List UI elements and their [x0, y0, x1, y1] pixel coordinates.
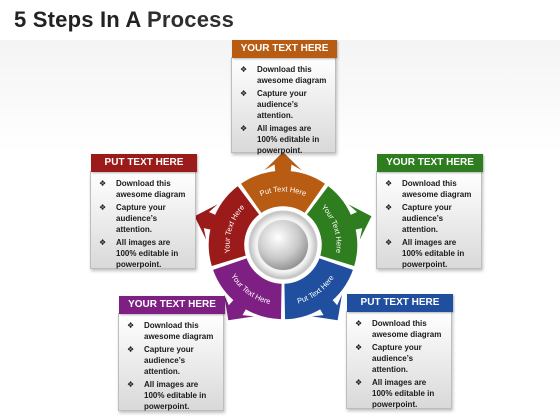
diamond-bullet-icon: ❖ [240, 65, 248, 74]
bullet-text: Download this awesome diagram [372, 319, 442, 339]
list-item: ❖ Download this awesome diagram [99, 178, 189, 200]
wheel-segment [238, 169, 328, 215]
list-item: ❖ All images are 100% editable in powerpo… [127, 379, 217, 412]
bullet-text: All images are 100% editable in powerpoi… [116, 238, 179, 269]
card-header: YOUR TEXT HERE [232, 40, 337, 58]
diamond-bullet-icon: ❖ [99, 179, 107, 188]
bullet-text: All images are 100% editable in powerpoi… [257, 124, 320, 155]
step-card-bottom-right: PUT TEXT HERE ❖ Download this awesome dia… [346, 294, 453, 410]
step-card-left: PUT TEXT HERE ❖ Download this awesome dia… [90, 154, 197, 270]
page-title: 5 Steps In A Process [0, 0, 560, 40]
bullet-text: Capture your audience’s attention. [402, 203, 452, 234]
diamond-bullet-icon: ❖ [127, 380, 135, 389]
wheel-segment [282, 256, 355, 321]
card-header: PUT TEXT HERE [91, 154, 197, 172]
list-item: ❖ Download this awesome diagram [385, 178, 475, 200]
diamond-bullet-icon: ❖ [99, 238, 107, 247]
segment-arrow [194, 204, 219, 240]
list-item: ❖ Download this awesome diagram [240, 64, 329, 86]
segment-arrow [347, 204, 372, 240]
bullet-list: ❖ Download this awesome diagram ❖ Capture … [119, 314, 223, 412]
step-card-top: YOUR TEXT HERE ❖ Download this awesome di… [231, 40, 337, 156]
list-item: ❖ All images are 100% editable in powerpo… [240, 123, 329, 156]
bullet-text: Download this awesome diagram [116, 179, 186, 199]
list-item: ❖ All images are 100% editable in powerpo… [355, 377, 445, 410]
page-title-accent: Process [147, 7, 235, 32]
bullet-list: ❖ Download this awesome diagram ❖ Capture … [347, 312, 451, 410]
diamond-bullet-icon: ❖ [355, 343, 363, 352]
diamond-bullet-icon: ❖ [127, 345, 135, 354]
diamond-bullet-icon: ❖ [385, 179, 393, 188]
list-item: ❖ Capture your audience’s attention. [240, 88, 329, 121]
list-item: ❖ Capture your audience’s attention. [385, 202, 475, 235]
list-item: ❖ Download this awesome diagram [355, 318, 445, 340]
wheel-segments [194, 152, 372, 321]
list-item: ❖ Capture your audience’s attention. [355, 342, 445, 375]
list-item: ❖ Capture your audience’s attention. [99, 202, 189, 235]
wheel-segment [304, 184, 359, 268]
page-title-main: 5 Steps In A [14, 7, 147, 32]
hub-sphere [258, 220, 308, 270]
diamond-bullet-icon: ❖ [355, 378, 363, 387]
bullet-text: All images are 100% editable in powerpoi… [372, 378, 435, 409]
bullet-text: Capture your audience’s attention. [372, 343, 422, 374]
bullet-list: ❖ Download this awesome diagram ❖ Capture … [91, 172, 195, 270]
bullet-text: All images are 100% editable in powerpoi… [144, 380, 207, 411]
list-item: ❖ All images are 100% editable in powerpo… [99, 237, 189, 270]
diamond-bullet-icon: ❖ [355, 319, 363, 328]
bullet-list: ❖ Download this awesome diagram ❖ Capture … [232, 58, 335, 156]
bullet-text: Download this awesome diagram [402, 179, 472, 199]
bullet-text: Download this awesome diagram [257, 65, 327, 85]
wheel-segment [211, 256, 284, 321]
bullet-text: Capture your audience’s attention. [257, 89, 307, 120]
diamond-bullet-icon: ❖ [385, 203, 393, 212]
diamond-bullet-icon: ❖ [240, 89, 248, 98]
segment-arrow [224, 294, 255, 321]
card-header: YOUR TEXT HERE [119, 296, 225, 314]
bullet-text: Capture your audience’s attention. [116, 203, 166, 234]
bullet-text: All images are 100% editable in powerpoi… [402, 238, 465, 269]
bullet-list: ❖ Download this awesome diagram ❖ Capture … [377, 172, 481, 270]
list-item: ❖ All images are 100% editable in powerpo… [385, 237, 475, 270]
segment-arrow [311, 294, 342, 321]
segment-arrow [264, 152, 302, 175]
wheel-segment [207, 184, 262, 268]
card-header: PUT TEXT HERE [347, 294, 453, 312]
diamond-bullet-icon: ❖ [127, 321, 135, 330]
list-item: ❖ Download this awesome diagram [127, 320, 217, 342]
card-header: YOUR TEXT HERE [377, 154, 483, 172]
diamond-bullet-icon: ❖ [385, 238, 393, 247]
step-card-right: YOUR TEXT HERE ❖ Download this awesome di… [376, 154, 483, 270]
list-item: ❖ Capture your audience’s attention. [127, 344, 217, 377]
step-card-bottom-left: YOUR TEXT HERE ❖ Download this awesome di… [118, 296, 225, 412]
diamond-bullet-icon: ❖ [240, 124, 248, 133]
diamond-bullet-icon: ❖ [99, 203, 107, 212]
bullet-text: Download this awesome diagram [144, 321, 214, 341]
bullet-text: Capture your audience’s attention. [144, 345, 194, 376]
